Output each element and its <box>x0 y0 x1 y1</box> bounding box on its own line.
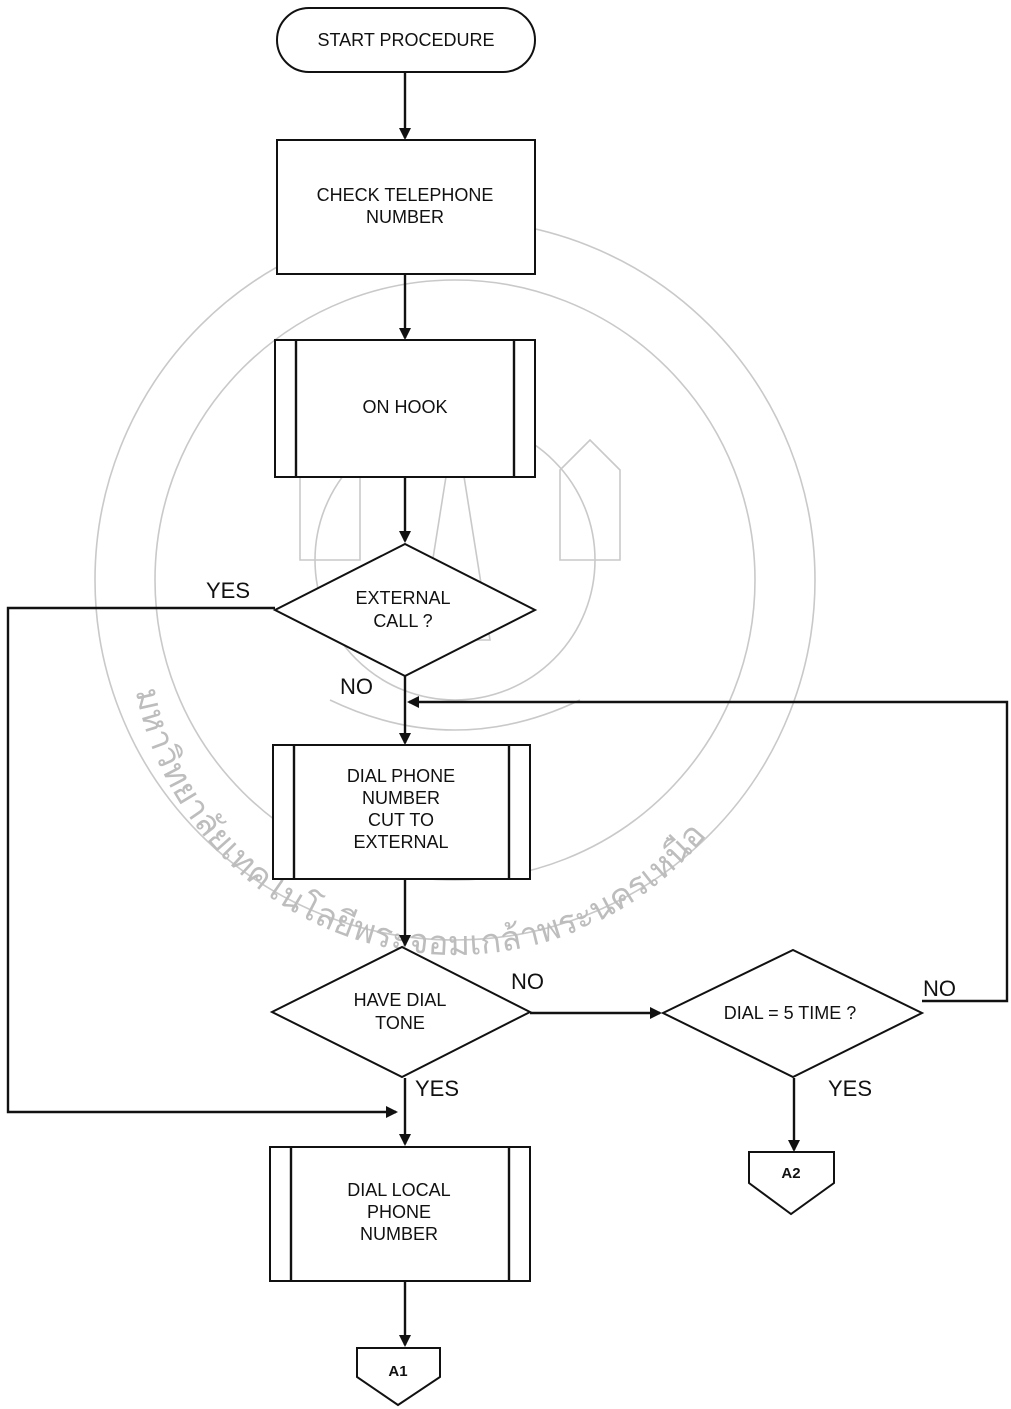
external-no-label: NO <box>340 674 373 699</box>
dial-tone-yes-label: YES <box>415 1076 459 1101</box>
external-call-decision: EXTERNAL CALL ? <box>272 542 538 678</box>
external-call-line-1: EXTERNAL <box>355 588 450 608</box>
dial-count-yes-label: YES <box>828 1076 872 1101</box>
dial-tone-no-label: NO <box>511 969 544 994</box>
dial-tone-decision: HAVE DIAL TONE <box>269 945 533 1079</box>
dial-local-line-2: PHONE <box>367 1202 431 1222</box>
dial-tone-line-2: TONE <box>375 1013 425 1033</box>
dial-local-line-3: NUMBER <box>360 1224 438 1244</box>
dial-external-line-1: DIAL PHONE <box>347 766 455 786</box>
dial-external-line-2: NUMBER <box>362 788 440 808</box>
on-hook-subprocess: ON HOOK <box>274 339 536 478</box>
dial-local-subprocess: DIAL LOCAL PHONE NUMBER <box>269 1146 531 1282</box>
connector-a2-label: A2 <box>781 1165 800 1182</box>
dial-external-line-3: CUT TO <box>368 810 434 830</box>
check-label-line-2: NUMBER <box>366 207 444 227</box>
external-call-line-2: CALL ? <box>373 611 432 631</box>
dial-local-line-1: DIAL LOCAL <box>347 1180 450 1200</box>
dial-count-label: DIAL = 5 TIME ? <box>724 1003 857 1023</box>
connector-a1: A1 <box>356 1347 441 1407</box>
start-label: START PROCEDURE <box>317 30 494 50</box>
dial-count-no-label: NO <box>923 976 956 1001</box>
start-terminator: START PROCEDURE <box>276 7 536 73</box>
dial-external-line-4: EXTERNAL <box>353 832 448 852</box>
check-number-process: CHECK TELEPHONE NUMBER <box>276 139 536 275</box>
connector-a1-label: A1 <box>388 1363 407 1380</box>
dial-tone-line-1: HAVE DIAL <box>354 990 447 1010</box>
dial-external-subprocess: DIAL PHONE NUMBER CUT TO EXTERNAL <box>272 744 531 880</box>
external-yes-label: YES <box>206 578 250 603</box>
check-label-line-1: CHECK TELEPHONE <box>317 185 494 205</box>
on-hook-label: ON HOOK <box>362 397 447 417</box>
flow-lines <box>6 73 1009 1347</box>
dial-count-decision: DIAL = 5 TIME ? <box>660 948 925 1079</box>
connector-a2: A2 <box>748 1151 835 1216</box>
